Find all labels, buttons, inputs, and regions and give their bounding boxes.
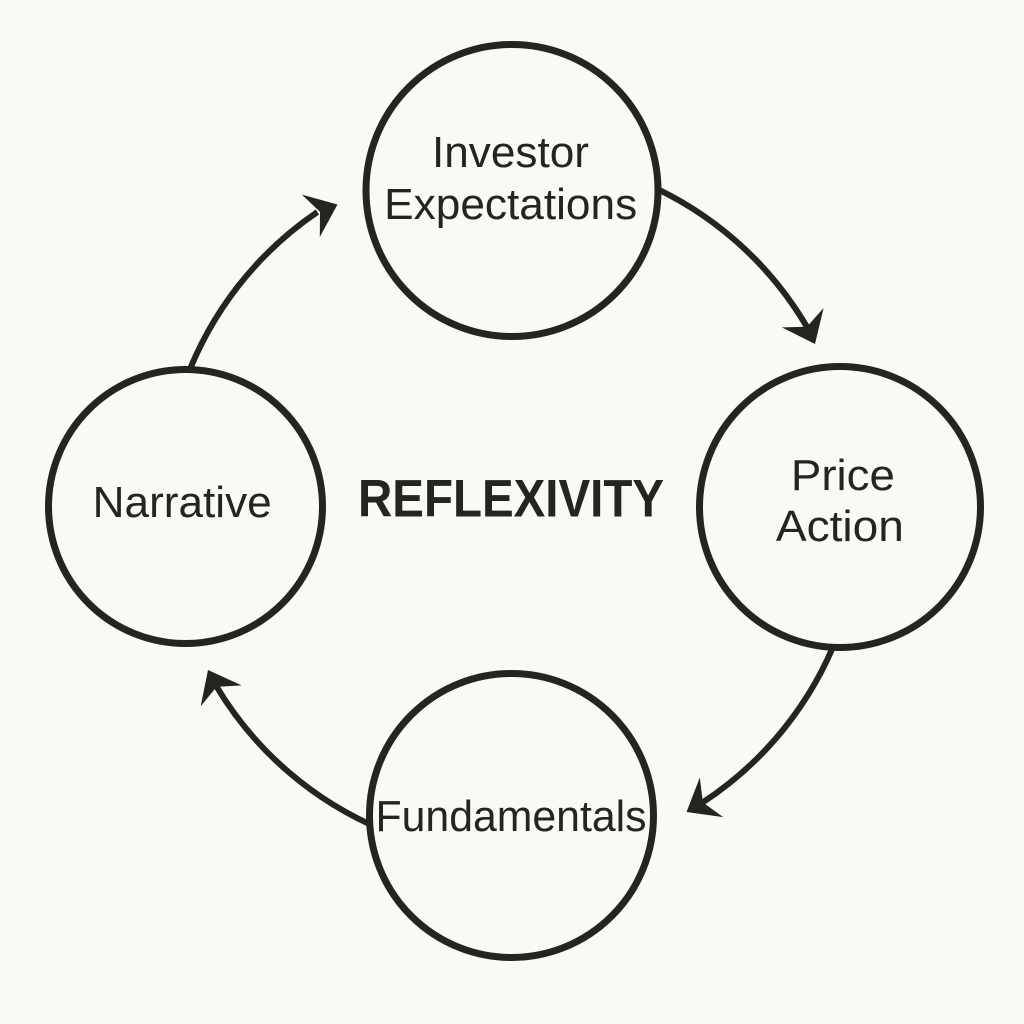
svg-text:Narrative: Narrative xyxy=(93,478,272,527)
svg-text:Expectations: Expectations xyxy=(384,180,637,229)
svg-text:Price: Price xyxy=(791,451,895,500)
svg-text:REFLEXIVITY: REFLEXIVITY xyxy=(358,470,664,529)
svg-text:Investor: Investor xyxy=(432,128,589,177)
svg-text:Fundamentals: Fundamentals xyxy=(376,792,647,841)
svg-text:Action: Action xyxy=(776,502,904,551)
